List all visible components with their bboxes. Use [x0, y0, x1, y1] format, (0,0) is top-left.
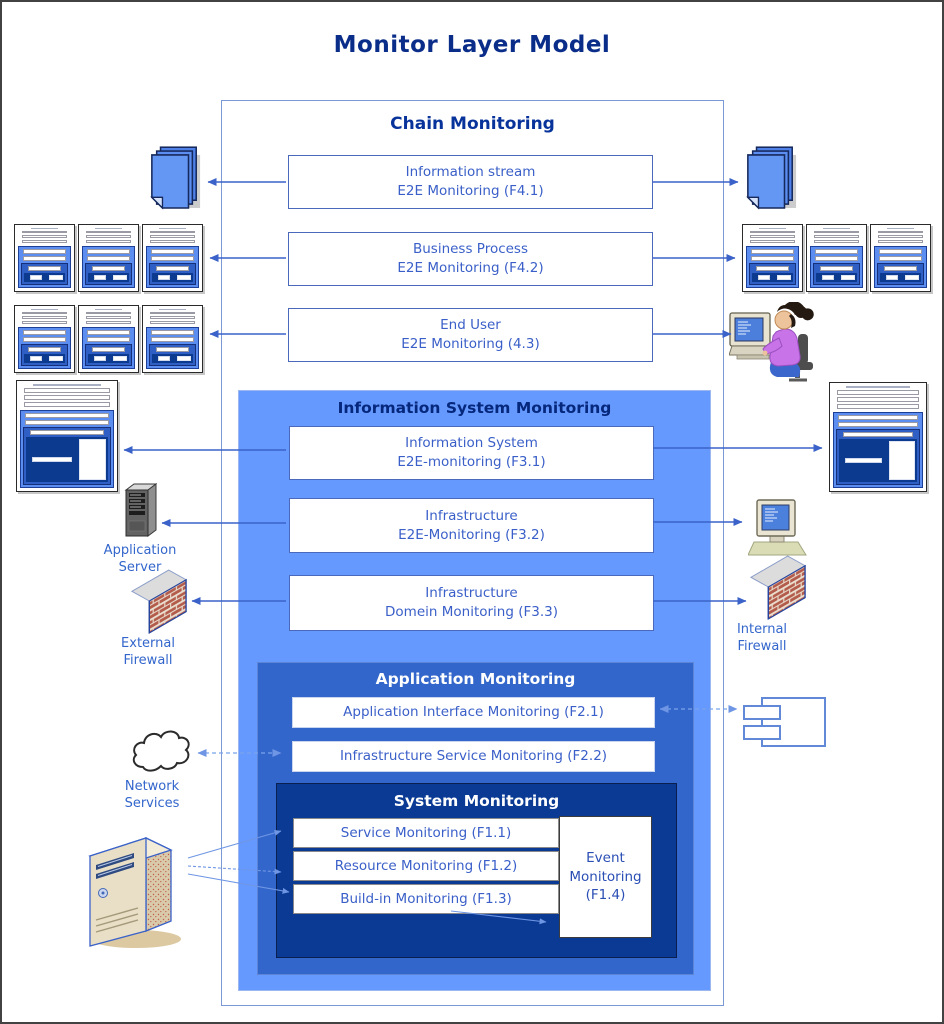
- box-event-monitoring-f14: Event Monitoring (F1.4): [559, 816, 652, 938]
- box-resource-monitoring-f12: Resource Monitoring (F1.2): [293, 851, 559, 881]
- mini-screen-card: [78, 224, 139, 292]
- box-information-stream-f41: Information stream E2E Monitoring (F4.1): [288, 155, 653, 209]
- box-application-interface-f21: Application Interface Monitoring (F2.1): [292, 697, 655, 728]
- chain-monitoring-title: Chain Monitoring: [390, 114, 555, 134]
- box-information-system-f31: Information System E2E-monitoring (F3.1): [289, 426, 654, 480]
- business-process-screens-grid-right: [742, 224, 931, 292]
- mini-screen-card: [829, 382, 927, 492]
- mini-screen-card: [142, 224, 203, 292]
- documents-icon: [148, 146, 202, 214]
- mini-screen-card: [14, 305, 75, 373]
- business-process-screens-grid: [14, 224, 203, 292]
- box-build-in-monitoring-f13: Build-in Monitoring (F1.3): [293, 884, 559, 914]
- mini-screen-card: [14, 224, 75, 292]
- information-system-monitoring-layer: Information System Monitoring Informatio…: [238, 390, 711, 991]
- application-server-icon: [121, 483, 157, 541]
- box-infrastructure-e2e-f32: Infrastructure E2E-Monitoring (F3.2): [289, 498, 654, 553]
- mini-screen-card: [742, 224, 803, 292]
- chain-monitoring-layer: Chain Monitoring Information stream E2E …: [221, 100, 724, 1006]
- mini-screen-card: [78, 305, 139, 373]
- external-firewall-icon: [130, 566, 188, 636]
- application-monitoring-layer: Application Monitoring Application Inter…: [257, 662, 694, 975]
- uml-component-icon: [743, 696, 827, 748]
- mini-screen-card: [870, 224, 931, 292]
- system-monitoring-title: System Monitoring: [393, 792, 560, 810]
- system-monitoring-layer: System Monitoring Service Monitoring (F1…: [276, 783, 677, 958]
- box-infrastructure-domain-f33: Infrastructure Domein Monitoring (F3.3): [289, 575, 654, 631]
- page-title: Monitor Layer Model: [333, 32, 611, 58]
- workstation-monitor-icon: [748, 498, 808, 558]
- application-monitoring-title: Application Monitoring: [375, 670, 576, 688]
- documents-icon-right: [744, 146, 798, 214]
- box-end-user-f43: End User E2E Monitoring (4.3): [288, 308, 653, 362]
- mini-screen-card: [16, 380, 118, 492]
- end-user-person-icon: [729, 302, 817, 382]
- information-system-screen-icon: [16, 380, 118, 492]
- mini-screen-card: [142, 305, 203, 373]
- internal-firewall-label: Internal Firewall: [736, 622, 788, 654]
- external-firewall-label: External Firewall: [121, 636, 175, 668]
- mini-screen-card: [806, 224, 867, 292]
- application-server-label: Application Server: [103, 543, 177, 575]
- information-system-screen-icon-right: [829, 382, 927, 492]
- network-services-label: Network Services: [124, 779, 180, 811]
- internal-firewall-icon: [749, 552, 807, 622]
- box-service-monitoring-f11: Service Monitoring (F1.1): [293, 818, 559, 848]
- box-business-process-f42: Business Process E2E Monitoring (F4.2): [288, 232, 653, 286]
- information-system-monitoring-title: Information System Monitoring: [337, 399, 612, 417]
- box-infrastructure-service-f22: Infrastructure Service Monitoring (F2.2): [292, 741, 655, 772]
- end-user-screens-grid: [14, 305, 203, 373]
- network-cloud-icon: [128, 724, 192, 776]
- server-tower-icon: [82, 808, 192, 950]
